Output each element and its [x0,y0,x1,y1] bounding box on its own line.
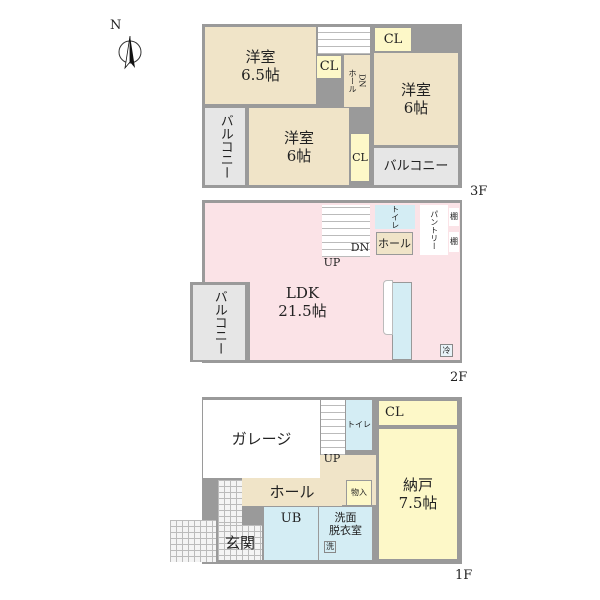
room-western-6-right: 洋室 6帖 [374,53,458,145]
washer: 洗 [324,541,336,553]
closet-3f-c: CL [350,133,370,182]
north-label: N [110,18,122,33]
stairs-up-label-1f: UP [323,452,341,466]
stairs-up-label: UP [323,256,341,270]
stairs-dn-label: DN [350,241,370,255]
storage-room: 納戸 7.5帖 [378,428,458,560]
shelf-a: 棚 [449,208,459,226]
entrance-floor [218,480,242,525]
entrance-porch [170,520,216,562]
toilet-2f: トイレ [375,205,415,229]
balcony-3f-left: バルコニー [205,108,245,185]
entrance: 玄関 [218,525,262,560]
floor-label-3f: 3F [470,184,488,199]
washroom: 洗面 脱衣室 [319,507,372,560]
floor-label-1f: 1F [455,568,473,583]
hall-3f: DN ホール [344,55,370,107]
closet-storage: 物入 [346,480,372,506]
balcony-3f-right: バルコニー [374,148,458,185]
kitchen-peninsula [383,280,393,335]
stairs-2f [322,205,370,257]
unit-bath: UB [264,507,318,560]
closet-1f: CL [378,400,458,426]
room-western-6-5: 洋室 6.5帖 [205,27,316,104]
north-compass: N [110,18,150,73]
toilet-1f: トイレ [346,400,372,450]
compass-arrow-icon [118,35,142,70]
closet-3f-a: CL [316,55,342,79]
hall-1f: ホール [242,478,342,506]
closet-3f-b: CL [374,27,412,52]
shelf-b: 棚 [449,232,459,252]
room-western-6-lower: 洋室 6帖 [249,108,349,185]
pantry: パントリー [420,205,448,255]
garage: ガレージ [203,400,320,478]
fridge: 冷 [440,344,453,357]
stairs-1f [321,400,345,455]
floor-label-2f: 2F [450,370,468,385]
kitchen-counter [392,282,412,360]
balcony-2f: バルコニー [193,285,245,360]
stairs-3f [318,27,370,54]
hall-2f: ホール [376,232,413,255]
